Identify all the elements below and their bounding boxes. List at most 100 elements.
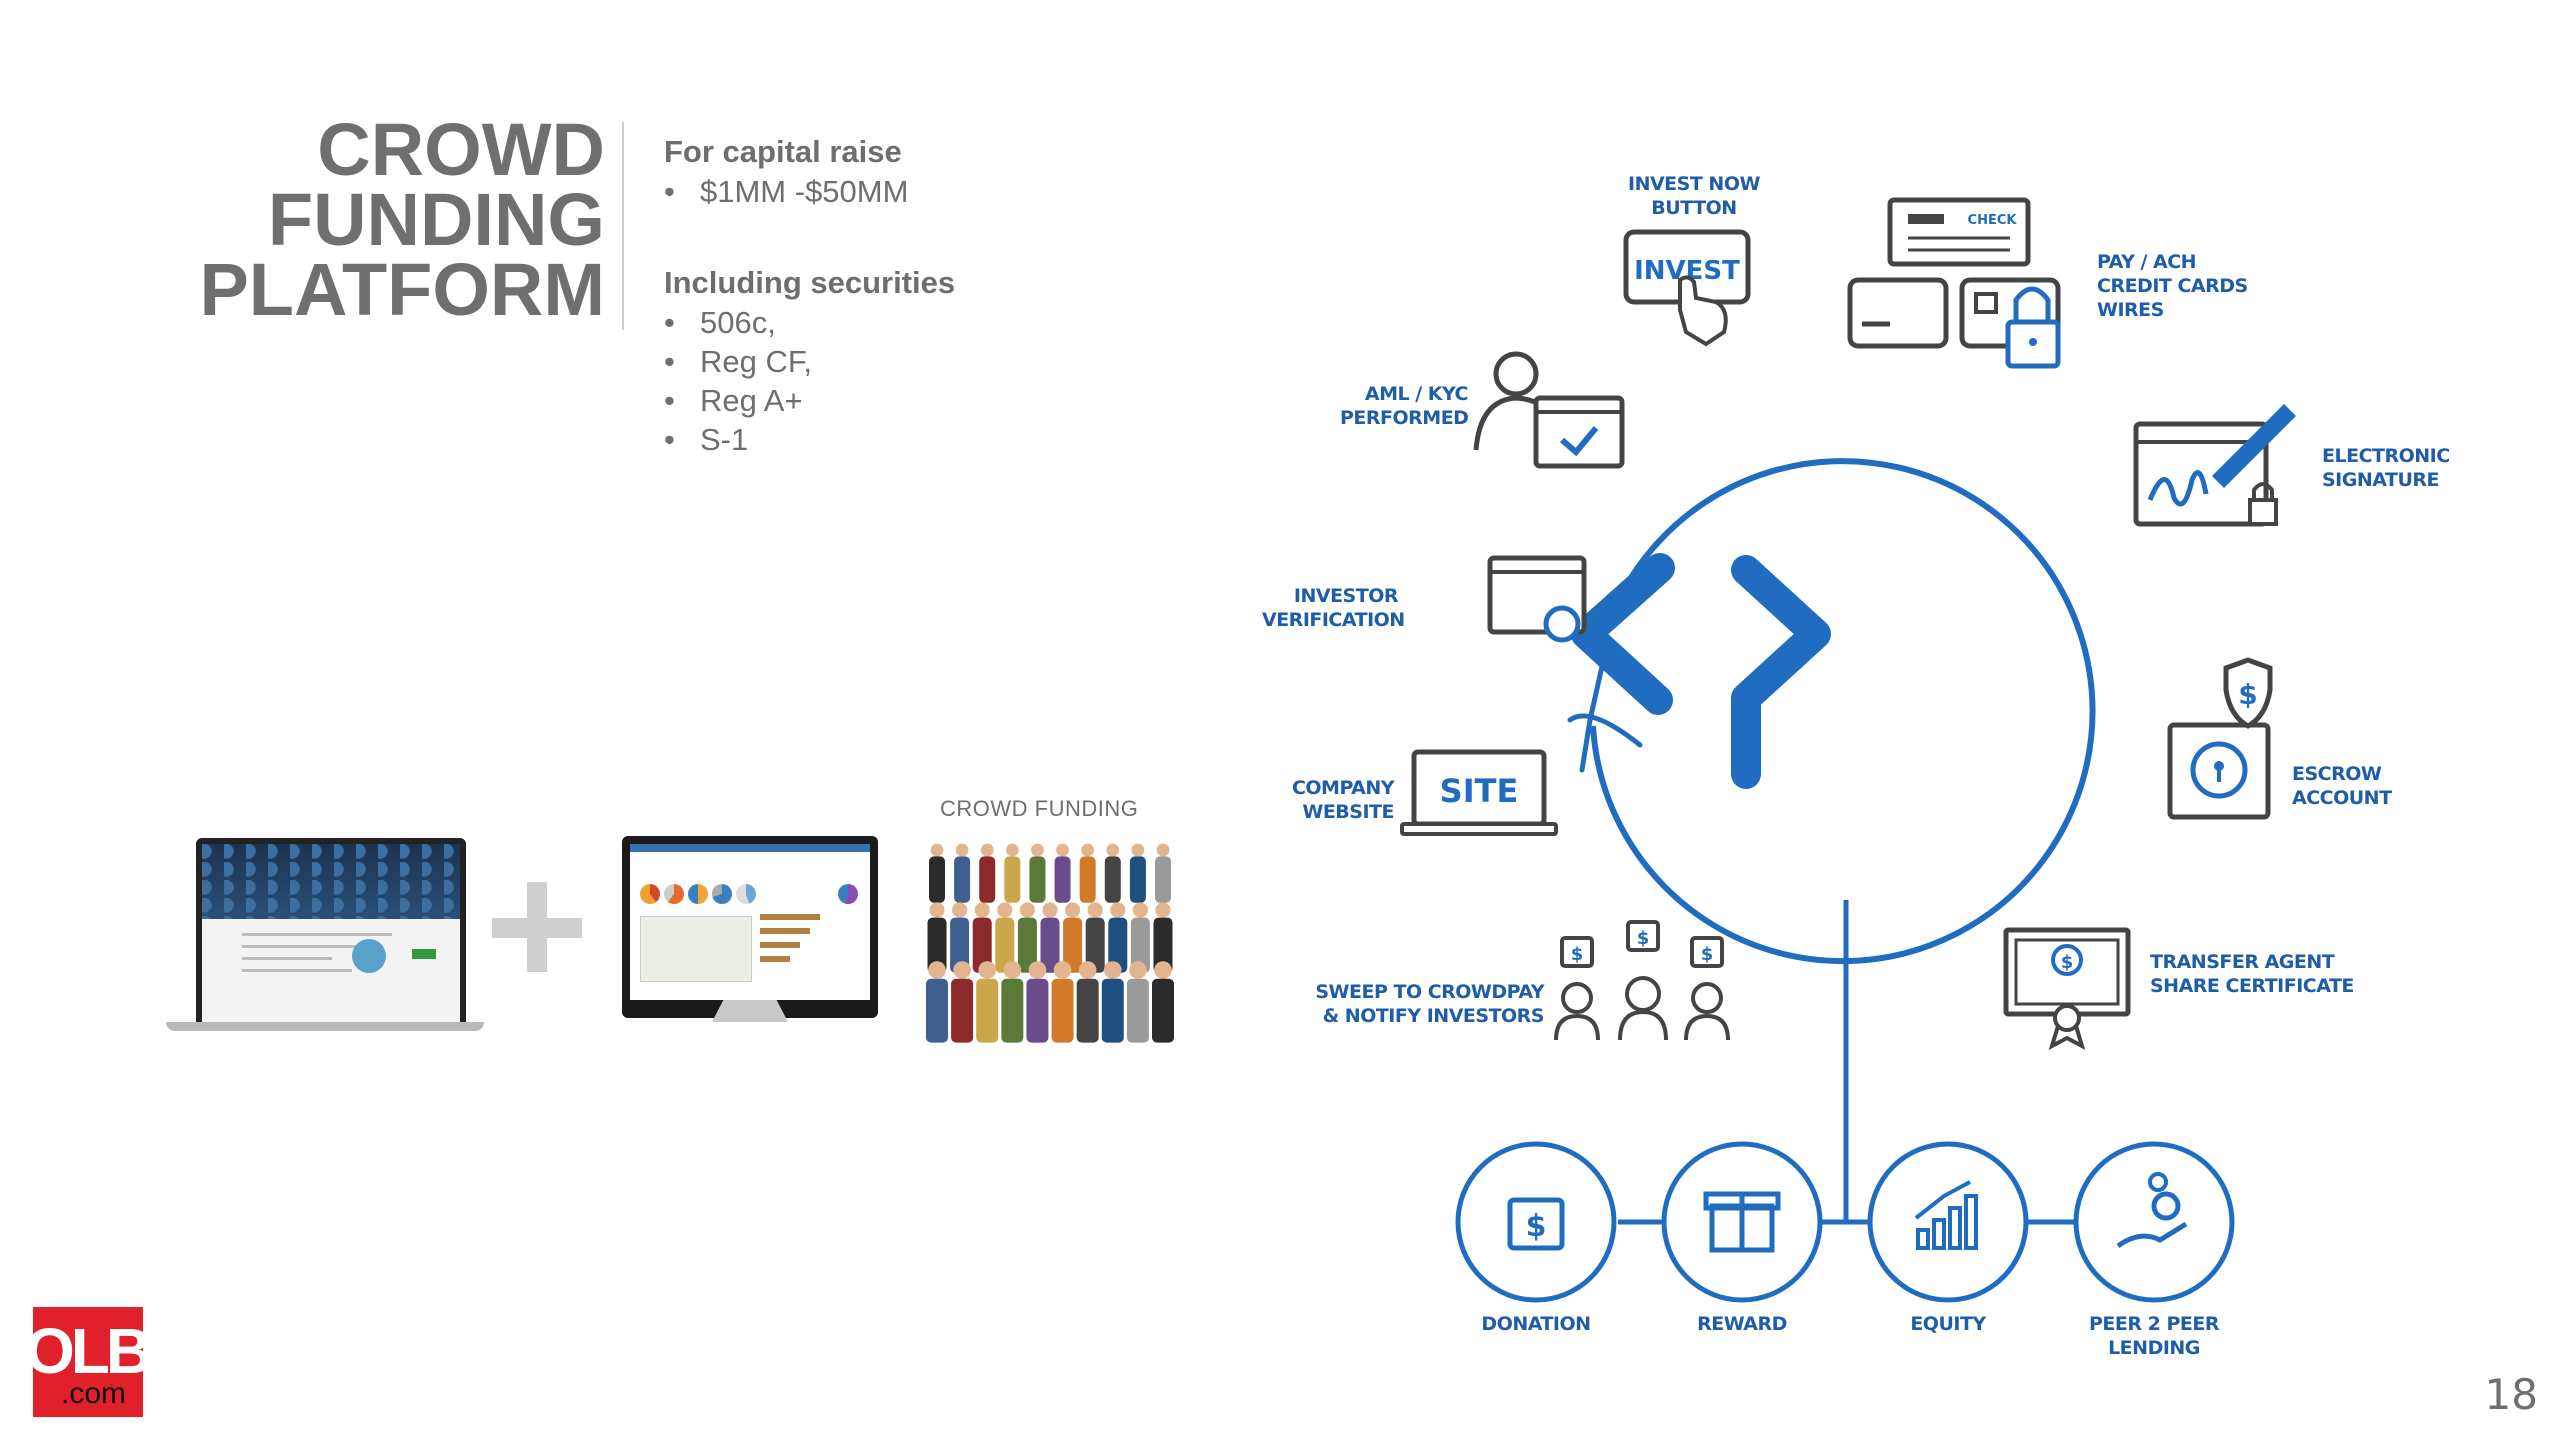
svg-text:$: $	[1637, 928, 1650, 949]
person-body	[1051, 978, 1074, 1043]
person-body	[1126, 978, 1149, 1043]
person-head	[955, 843, 969, 857]
person-head	[952, 902, 968, 918]
center-logo-icon	[1571, 553, 1831, 789]
person-body	[929, 856, 945, 903]
person-head	[997, 902, 1013, 918]
person-body	[1129, 856, 1146, 903]
list-item: •Reg A+	[664, 383, 803, 418]
page-number: 18	[2484, 1370, 2538, 1419]
company-website-icon: SITE	[1400, 749, 1558, 836]
logo-suffix: .com	[61, 1377, 127, 1410]
person-head	[1019, 902, 1035, 918]
person-head	[1156, 843, 1170, 857]
cycle-circle	[1590, 458, 2096, 965]
person-head	[1132, 902, 1148, 918]
person-body	[1104, 856, 1121, 903]
person-head	[978, 961, 997, 979]
donation-label: DONATION	[1481, 1313, 1591, 1335]
crowdfunding-diagram: $ INVEST CHECK	[1400, 197, 2296, 1303]
title-line-3: PLATFORM	[199, 248, 605, 331]
person-body	[1029, 856, 1046, 903]
person-head	[1053, 961, 1072, 979]
logo-text: OLB	[33, 1315, 143, 1387]
person-body	[1079, 856, 1096, 903]
svg-text:$: $	[1701, 944, 1714, 965]
securities-heading: Including securities	[664, 265, 956, 300]
person-body	[951, 978, 974, 1043]
capital-heading: For capital raise	[664, 134, 902, 169]
person-head	[1065, 902, 1081, 918]
person-head	[974, 902, 990, 918]
person-body	[1152, 978, 1174, 1043]
person-head	[1131, 843, 1145, 857]
person-body	[1054, 856, 1071, 903]
person-head	[1155, 902, 1171, 918]
person-body	[1076, 978, 1099, 1043]
svg-text:$: $	[1571, 944, 1584, 965]
reward-gift-icon	[1661, 1141, 1823, 1303]
person-body	[1040, 917, 1060, 973]
person-body	[1063, 917, 1083, 973]
escrow-safe-icon: $	[2167, 657, 2273, 820]
svg-text:$: $	[2238, 678, 2257, 711]
person-body	[979, 856, 996, 903]
person-body	[1130, 917, 1150, 973]
person-head	[1003, 961, 1022, 979]
equity-label: EQUITY	[1910, 1313, 1986, 1335]
person-head	[1103, 961, 1122, 979]
person-head	[1042, 902, 1058, 918]
list-item: •$1MM -$50MM	[664, 174, 909, 209]
laptop-screenshot	[196, 838, 466, 1030]
person-head	[1056, 843, 1069, 857]
person-body	[976, 978, 999, 1043]
list-item: •Reg CF,	[664, 344, 812, 379]
person-head	[1005, 843, 1019, 857]
person-head	[1028, 961, 1047, 979]
sweep-label: SWEEP TO CROWDPAY& NOTIFY INVESTORS	[1315, 981, 1544, 1027]
crowd-funding-label: CROWD FUNDING	[940, 796, 1139, 821]
person-body	[1017, 917, 1037, 973]
person-body	[1155, 856, 1171, 903]
person-head	[953, 961, 971, 979]
person-head	[928, 961, 946, 979]
svg-text:SITE: SITE	[1440, 772, 1519, 810]
svg-text:$: $	[2061, 952, 2074, 973]
notify-investors-icon: $ $ $	[1554, 920, 1730, 1041]
plus-icon	[492, 882, 582, 972]
person-body	[1001, 978, 1024, 1043]
olb-logo: OLB .com	[33, 1307, 143, 1417]
laptop-base	[166, 1022, 484, 1031]
equity-chart-icon	[1867, 1141, 2029, 1303]
aml-kyc-user-icon	[1473, 351, 1625, 469]
info-block: For capital raise •$1MM -$50MM Including…	[664, 132, 1184, 511]
monitor-screenshot	[622, 836, 878, 1018]
peer-lending-hand-icon	[2073, 1141, 2235, 1303]
person-head	[1078, 961, 1097, 979]
capital-list: •$1MM -$50MM	[664, 172, 1184, 211]
title-line-1: CROWD	[317, 108, 605, 191]
person-head	[929, 902, 945, 918]
slide-title: CROWD FUNDING PLATFORM	[100, 108, 605, 331]
share-certificate-icon: $	[2003, 927, 2131, 1051]
title-divider	[622, 122, 624, 330]
person-body	[950, 917, 970, 973]
person-head	[1129, 961, 1147, 979]
person-body	[995, 917, 1015, 973]
electronic-signature-icon	[2133, 404, 2296, 527]
person-head	[1087, 902, 1103, 918]
donation-icon: $	[1455, 1141, 1617, 1303]
person-body	[1108, 917, 1128, 973]
person-body	[1004, 856, 1021, 903]
svg-text:CHECK: CHECK	[1968, 213, 2018, 228]
person-head	[930, 843, 944, 857]
